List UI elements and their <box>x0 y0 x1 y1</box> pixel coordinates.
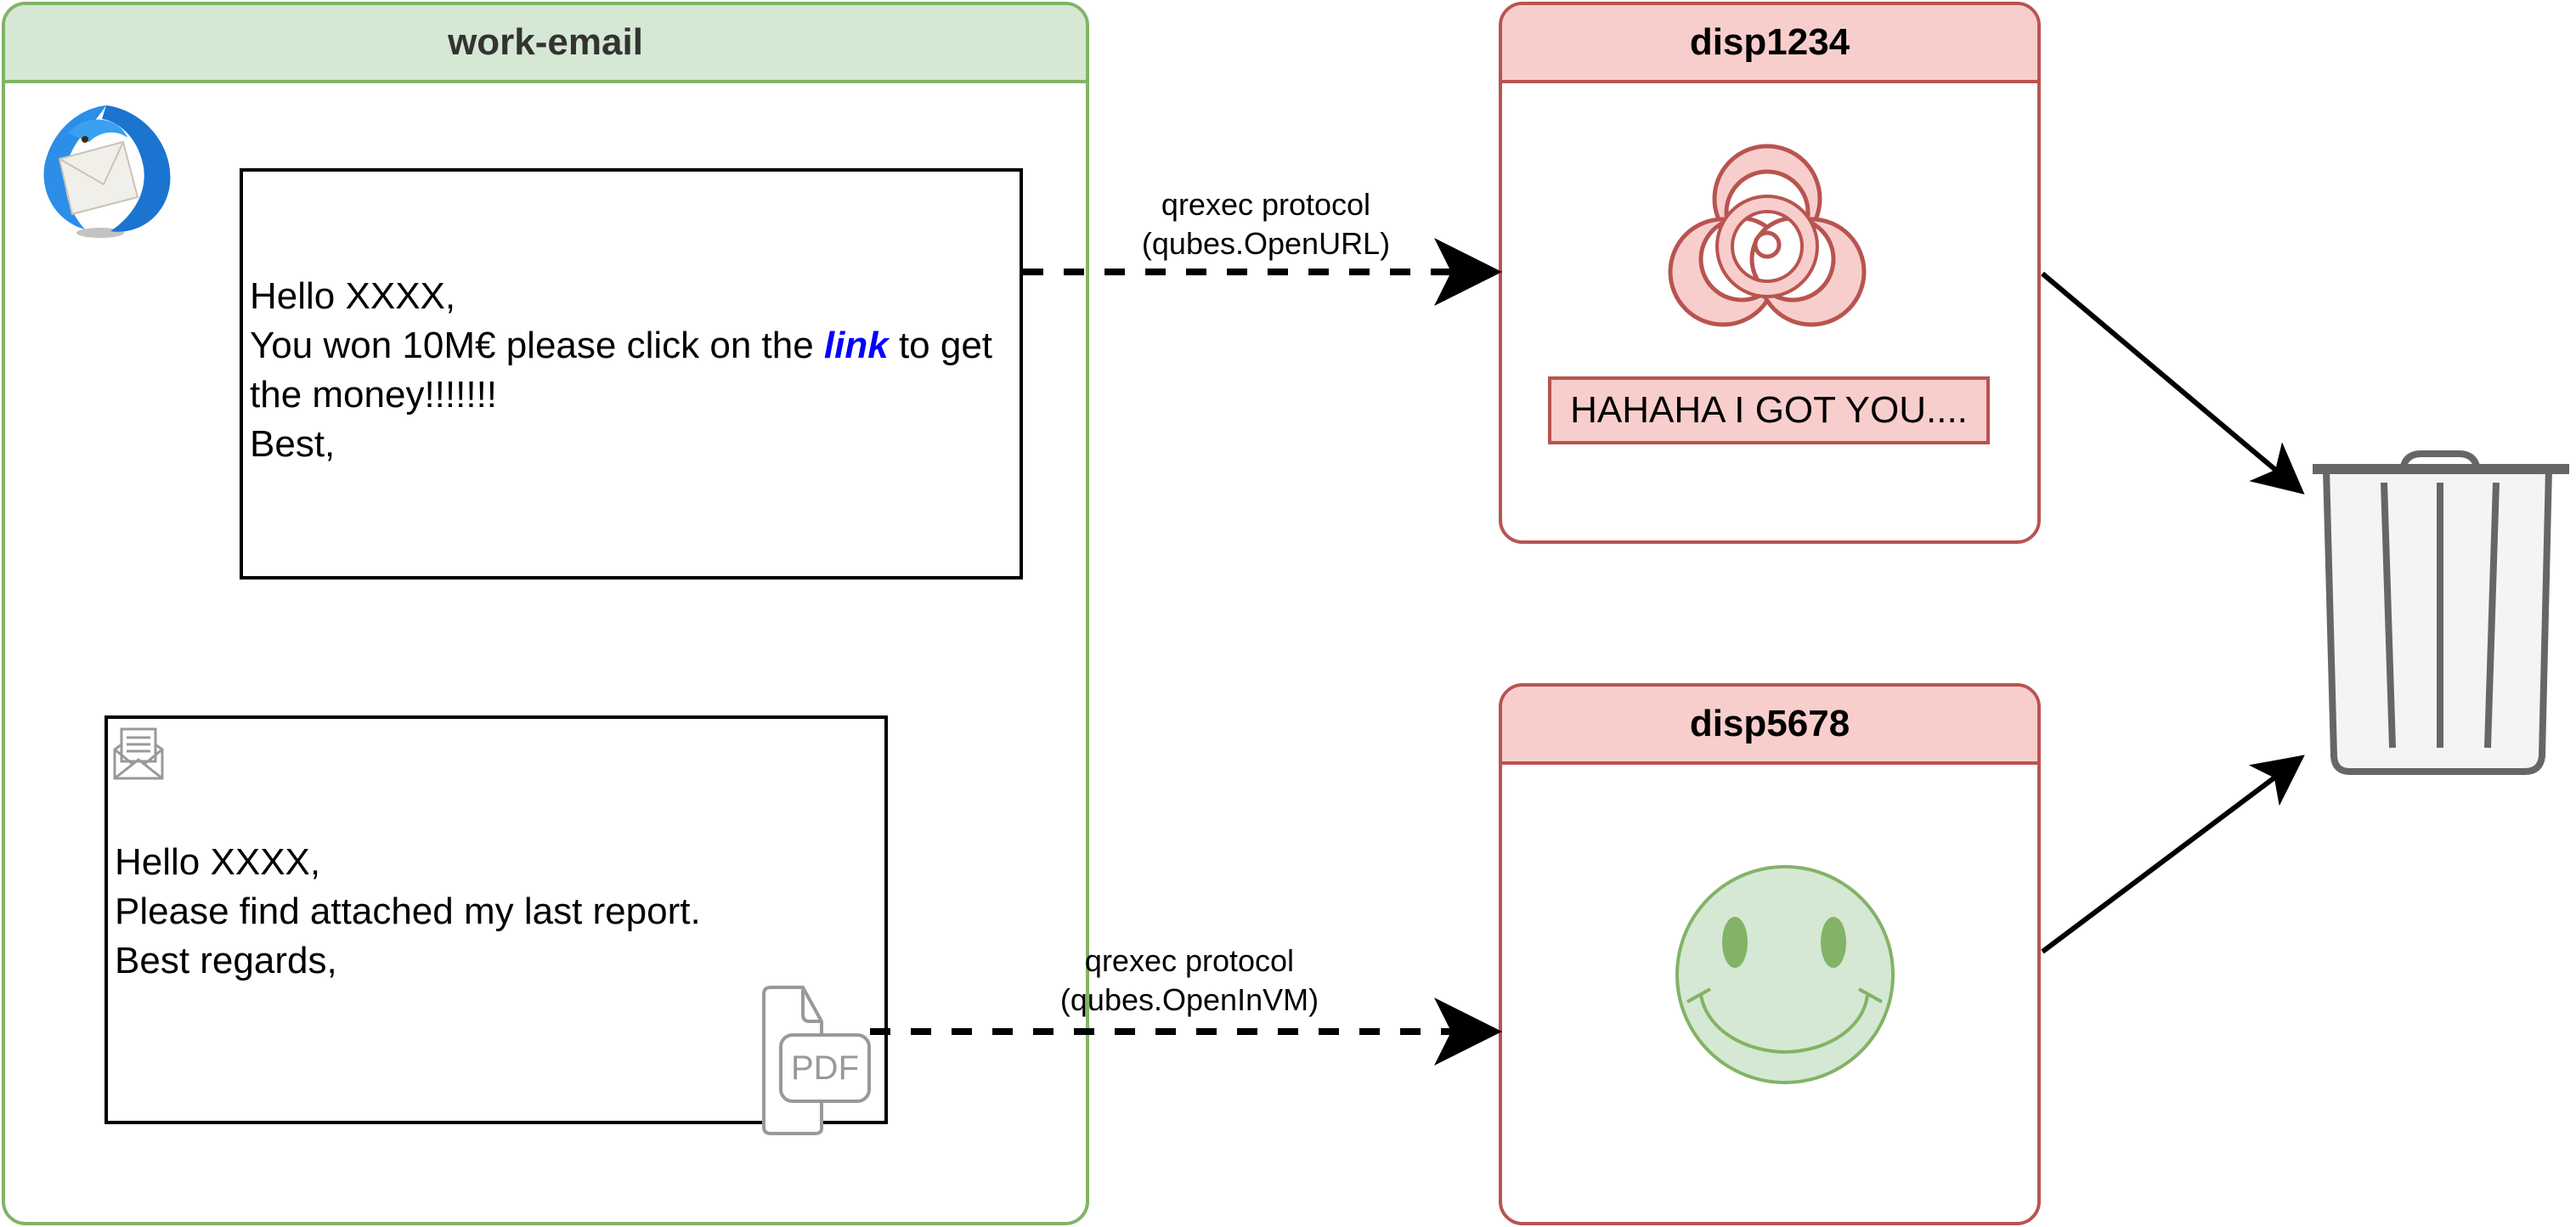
openurl-label: qrexec protocol (qubes.OpenURL) <box>1096 185 1436 263</box>
disp1234-title: disp1234 <box>1502 5 2037 83</box>
disp1234-to-trash-arrow <box>2041 271 2305 495</box>
report-email: Hello XXXX, Please find attached my last… <box>105 715 888 1135</box>
signoff: Best, <box>250 423 336 465</box>
attack-message: HAHAHA I GOT YOU.... <box>1548 376 1990 444</box>
phishing-email-body: Hello XXXX, You won 10M€ please click on… <box>250 272 1011 469</box>
smiley-icon <box>1675 865 1895 1084</box>
protocol-name: qrexec protocol <box>1084 943 1295 978</box>
report-email-body: Hello XXXX, Please find attached my last… <box>115 838 701 986</box>
greeting: Hello XXXX, <box>115 841 321 883</box>
pdf-label: PDF <box>791 1049 859 1087</box>
open-envelope-icon <box>113 727 164 780</box>
openinvm-label: qrexec protocol (qubes.OpenInVM) <box>1020 941 1359 1020</box>
message-text: You won 10M€ please click on the <box>250 325 824 366</box>
qrexec-service: (qubes.OpenURL) <box>1141 226 1391 261</box>
phishing-message: You won 10M€ please click on the link to… <box>250 321 1011 420</box>
greeting: Hello XXXX, <box>250 275 456 317</box>
biohazard-icon <box>1668 144 1867 327</box>
pdf-attachment[interactable]: PDF <box>755 982 874 1135</box>
trash-can-icon <box>2313 450 2569 775</box>
report-message: Please find attached my last report. <box>115 891 701 932</box>
disp5678-title: disp5678 <box>1502 687 2037 765</box>
signoff: Best regards, <box>115 940 337 981</box>
protocol-name: qrexec protocol <box>1161 187 1371 222</box>
work-email-title: work-email <box>5 5 1086 83</box>
disp5678-to-trash-arrow <box>2041 755 2305 954</box>
phishing-email: Hello XXXX, You won 10M€ please click on… <box>240 168 1023 580</box>
qrexec-service: (qubes.OpenInVM) <box>1059 982 1319 1017</box>
malicious-link[interactable]: link <box>823 325 889 366</box>
message-text-end: to get the money!!!!!!! <box>250 325 993 416</box>
pdf-file-icon <box>762 986 871 1135</box>
thunderbird-icon <box>43 105 171 238</box>
